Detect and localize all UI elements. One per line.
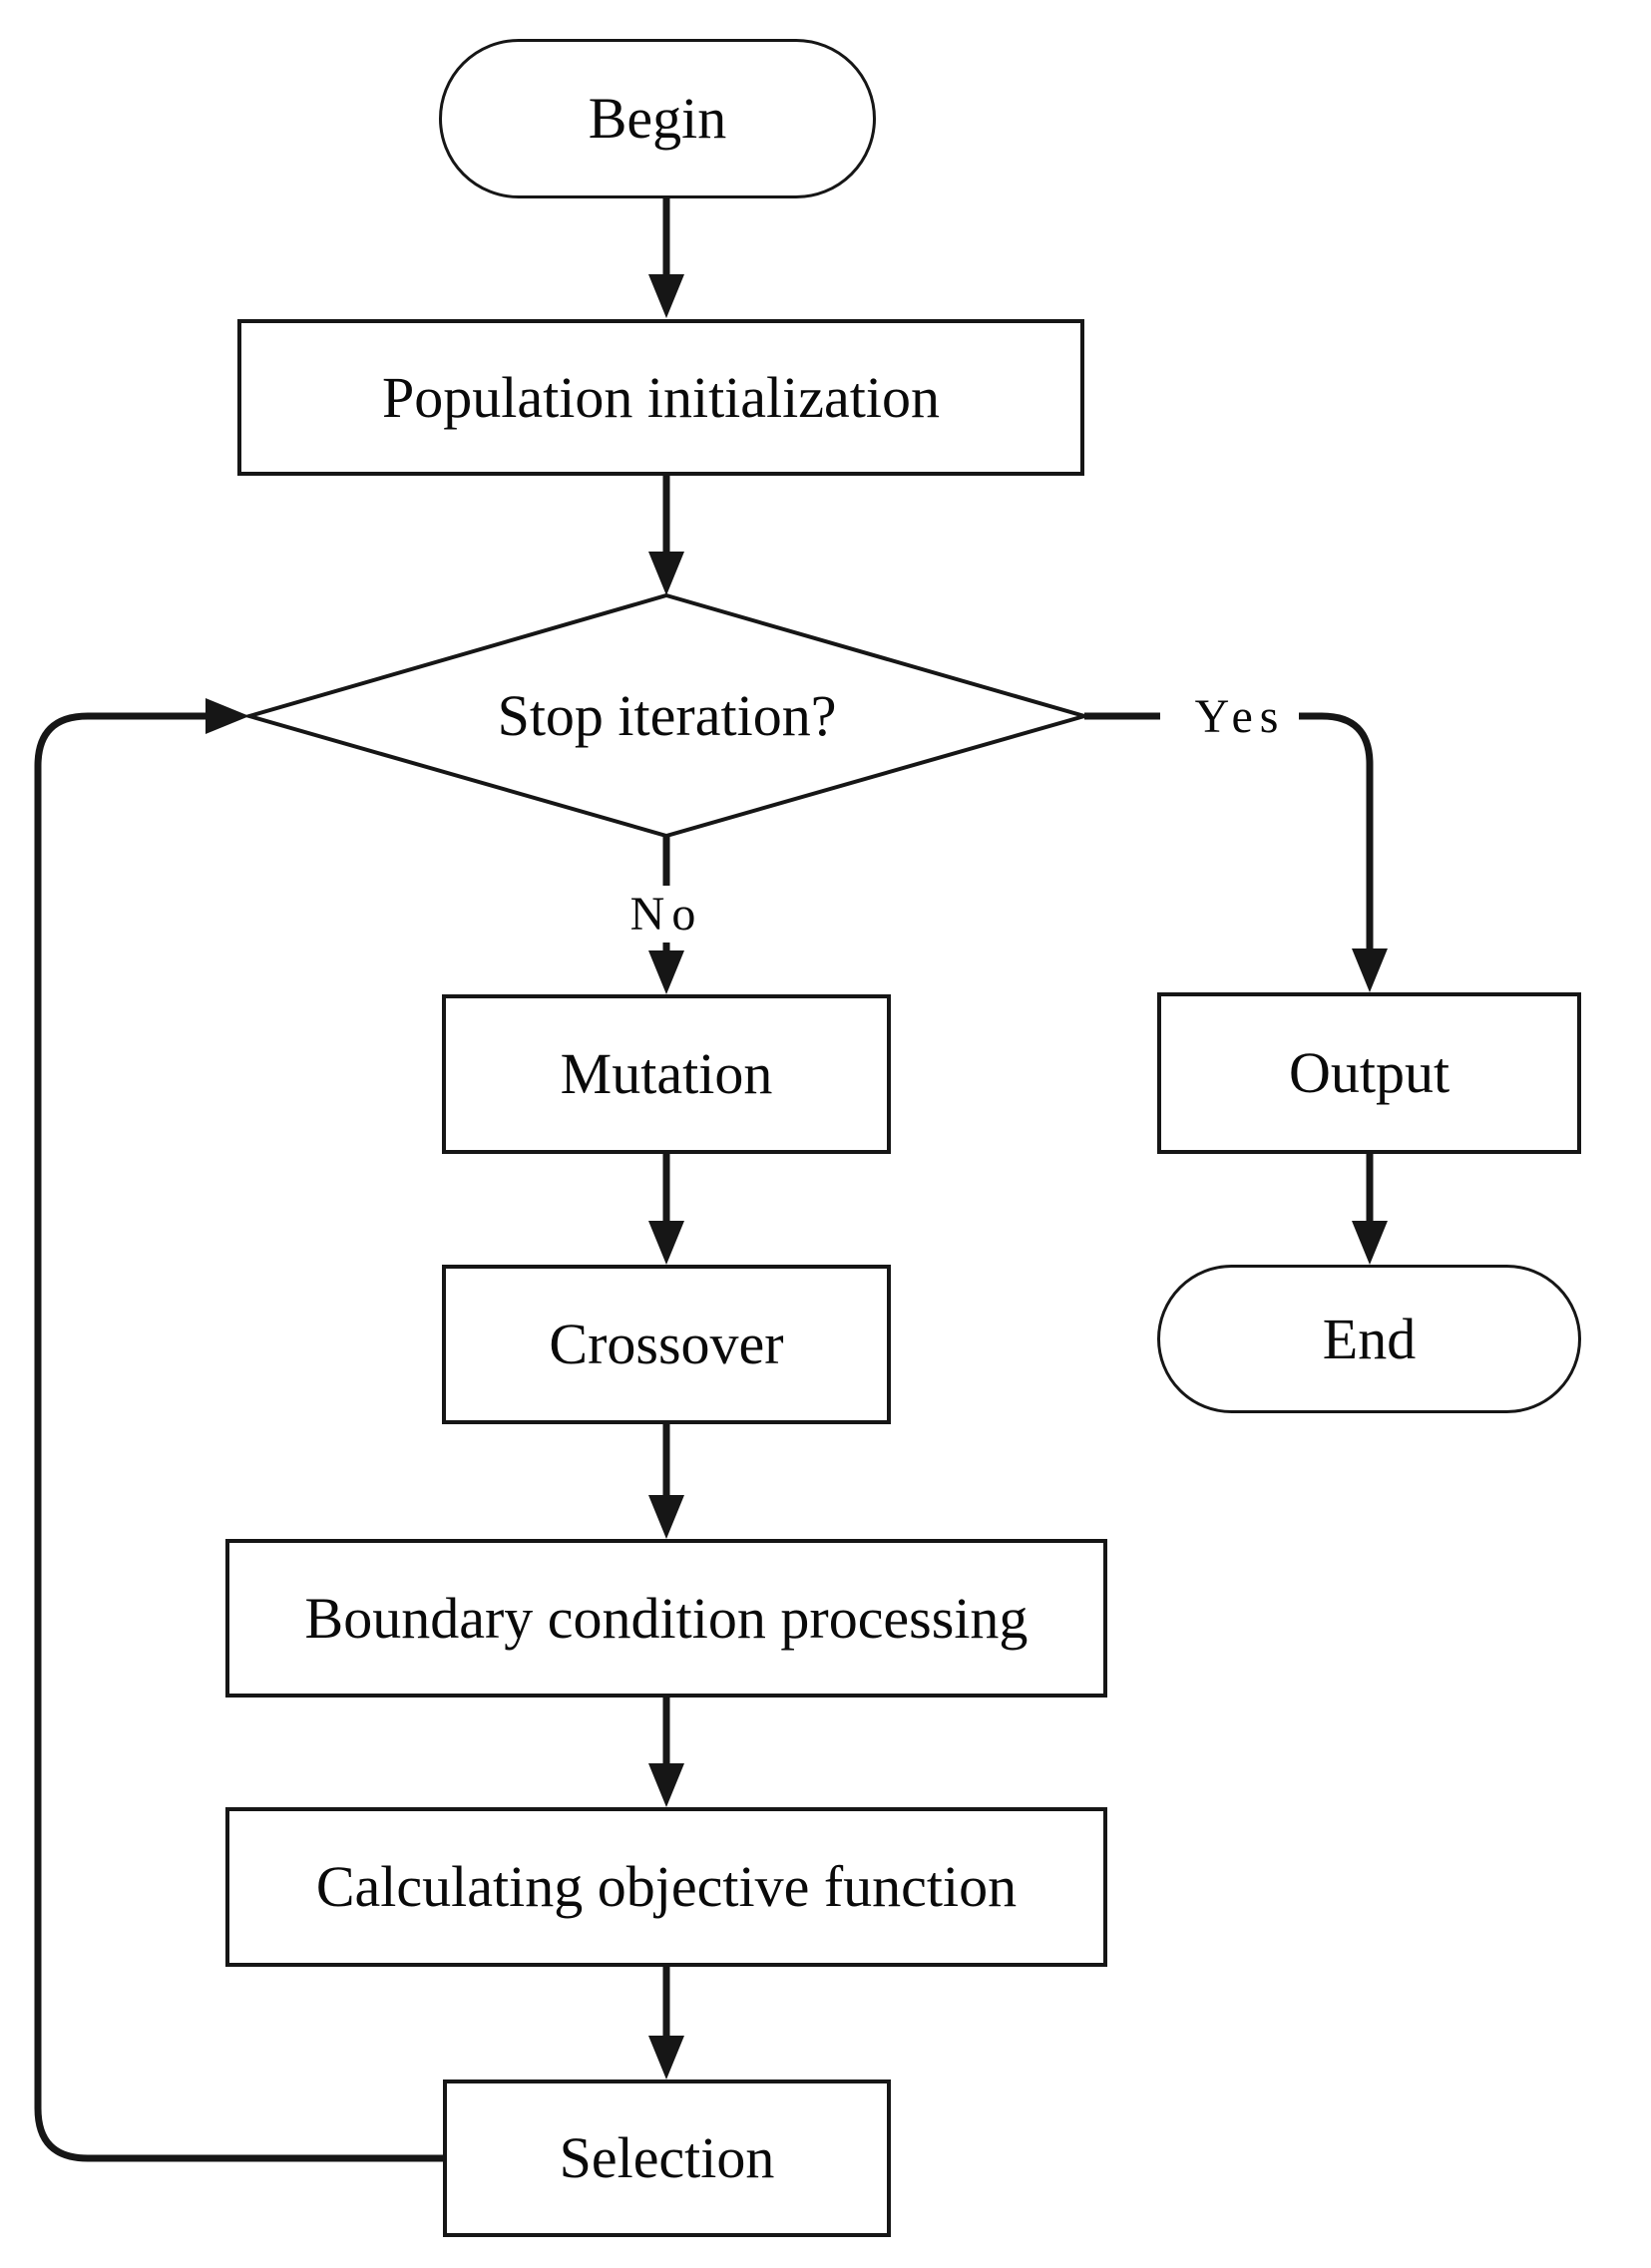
- edge-decision-yes-right: [1299, 712, 1374, 952]
- node-stop-iteration: Stop iteration?: [249, 595, 1084, 836]
- node-crossover-label: Crossover: [549, 1312, 784, 1377]
- arrowhead-crossover-to-boundary: [648, 1495, 684, 1539]
- arrowhead-mutation-to-crossover: [648, 1221, 684, 1265]
- node-boundary-condition-processing-label: Boundary condition processing: [304, 1585, 1029, 1651]
- node-selection: Selection: [443, 2079, 891, 2237]
- node-boundary-condition-processing: Boundary condition processing: [225, 1539, 1107, 1698]
- edge-label-yes: Yes: [1175, 688, 1305, 744]
- node-population-initialization-label: Population initialization: [382, 364, 940, 430]
- arrowhead-yes-to-output: [1352, 948, 1388, 992]
- node-population-initialization: Population initialization: [237, 319, 1084, 476]
- arrowhead-no-to-mutation: [648, 950, 684, 994]
- arrowhead-output-to-end: [1352, 1221, 1388, 1265]
- arrowhead-begin-to-population: [648, 274, 684, 318]
- node-selection-label: Selection: [559, 2125, 775, 2191]
- edge-label-yes-text: Yes: [1194, 689, 1286, 743]
- edge-selection-loop-to-decision: [34, 712, 443, 2162]
- edge-label-no-text: No: [629, 887, 703, 941]
- node-output-label: Output: [1288, 1040, 1450, 1106]
- node-end: End: [1157, 1265, 1581, 1413]
- node-calculating-objective-function: Calculating objective function: [225, 1807, 1107, 1967]
- node-crossover: Crossover: [442, 1265, 891, 1424]
- node-begin-label: Begin: [588, 86, 727, 152]
- node-output: Output: [1157, 992, 1581, 1154]
- node-calculating-objective-function-label: Calculating objective function: [315, 1854, 1018, 1920]
- edge-label-no: No: [607, 886, 726, 942]
- node-end-label: End: [1322, 1306, 1417, 1371]
- node-mutation: Mutation: [442, 994, 891, 1154]
- arrowhead-boundary-to-objective: [648, 1763, 684, 1807]
- arrowhead-loop-to-decision: [206, 698, 249, 734]
- node-mutation-label: Mutation: [560, 1041, 773, 1107]
- arrowhead-population-to-decision: [648, 552, 684, 595]
- node-stop-iteration-label: Stop iteration?: [497, 683, 837, 748]
- node-begin: Begin: [439, 39, 876, 198]
- arrowhead-objective-to-selection: [648, 2036, 684, 2079]
